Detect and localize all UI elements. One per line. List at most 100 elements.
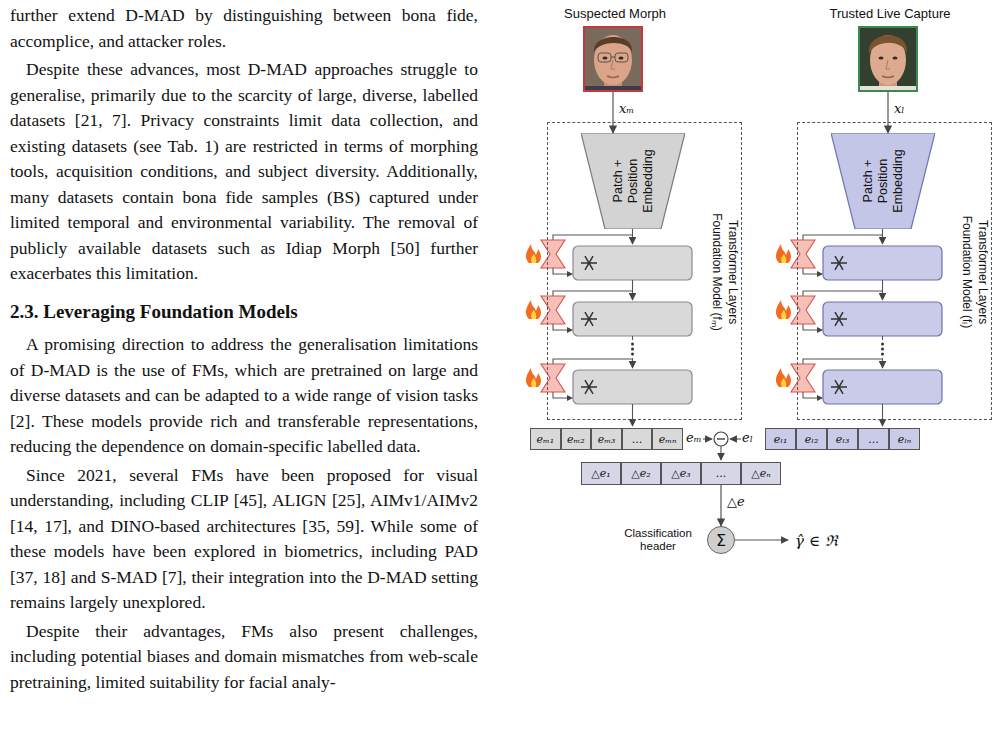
flow-line [882,358,883,368]
embedding-symbol: eₘ [686,430,702,445]
section-heading: 2.3. Leveraging Foundation Models [10,299,478,325]
rotated-text-box: Patch + Position Embedding [853,141,913,221]
difference-cell: △e₁ [581,462,621,485]
flow-line [882,280,883,300]
live-photo: Trusted Live Capture [858,26,918,92]
image-title: Suspected Morph [535,6,695,21]
embedding-cell: eₗ₃ [827,428,858,450]
mouth [882,76,894,78]
embedding-trapezoid: Patch + Position Embedding [831,133,935,229]
sum-classifier: Classification headerΣ [707,526,735,554]
embedding-symbol: eₗ [742,430,753,445]
embedding-cell: eₘ₁ [530,428,561,450]
rotated-text-box: Patch + Position Embedding [603,141,663,221]
ellipsis-dot [631,343,634,346]
eye [603,57,608,60]
transformer-layer [776,291,942,336]
embedding-token: △eₙ [742,463,780,484]
flow-line [735,539,788,540]
difference-cell: ... [701,462,741,485]
embedding-token: ... [702,463,740,484]
embedding-token: ... [859,429,888,449]
transformer-layer [526,235,692,280]
paragraph: Despite these advances, most D-MAD appro… [10,57,478,287]
rotated-text-box: Foundation Model (fₘ)Transformer Layers [708,123,742,421]
ellipsis-dot [881,353,884,356]
flow-line [882,228,883,244]
paragraph: A promising direction to address the gen… [10,332,478,460]
transformer-layer [526,291,692,336]
trapezoid-shape [831,133,935,229]
embedding-label: Patch + Position Embedding [861,141,906,221]
photo-background [858,26,918,92]
ellipsis-dot [631,348,634,351]
flow-arrow [720,485,721,526]
flow-line [632,404,633,426]
difference-cell: △e₃ [661,462,701,485]
morph-photo: Suspected Morph [583,26,643,92]
nose [886,60,890,69]
text-column: further extend D-MAD by distinguishing b… [10,3,478,698]
glasses-bridge [611,57,615,58]
minus-operator [714,432,728,446]
embedding-token: eₘ₂ [562,429,591,449]
ellipsis-dot [631,353,634,356]
ellipsis-dot [881,348,884,351]
transformer-layer [776,235,942,280]
foundation-model-box: Patch + Position EmbeddingFoundation Mod… [547,122,742,420]
embedding-token: eₗ₃ [828,429,857,449]
transformer-layer [526,359,692,404]
embedding-token: eₘ₁ [531,429,560,449]
embedding-cell: eₗₙ [889,428,920,450]
embedding-token: eₗ₁ [766,429,795,449]
embedding-token: △e₃ [662,463,700,484]
sum-symbol: Σ [708,527,734,553]
mouth [607,76,619,78]
eye [879,57,884,60]
model-label: Foundation Model (fₘ) [709,213,725,331]
embedding-token: eₘ₃ [592,429,621,449]
transformer-layer [776,359,942,404]
rotated-text-box: Foundation Model (fₗ)Transformer Layers [958,123,992,421]
layers-label: Transformer Layers [975,220,991,324]
flow-line [632,228,633,244]
embedding-cell: eₘ₃ [591,428,622,450]
flow-line [632,358,633,368]
output-symbol: γ̂ ∈ ℜ [795,530,838,550]
paragraph: Since 2021, several FMs have been propos… [10,463,478,616]
embedding-token: ... [623,429,652,449]
flow-line [703,438,712,439]
edge-label: xₘ [619,101,634,116]
embedding-token: eₘₙ [653,429,682,449]
hair [594,37,632,52]
embedding-cell: ... [622,428,653,450]
flow-arrow [612,92,613,133]
model-label: Foundation Model (fₗ) [959,216,975,329]
edge-label: xₗ [894,101,905,116]
flow-line [882,336,883,340]
flow-line [882,404,883,426]
embedding-cell: eₘₙ [652,428,683,450]
difference-cell: △e₂ [621,462,661,485]
image-title: Trusted Live Capture [810,6,970,21]
embedding-token: eₗ₂ [797,429,826,449]
eye [893,57,898,60]
nose [611,60,615,69]
trapezoid-shape [581,133,685,229]
difference-cell: △eₙ [741,462,781,485]
flow-line [730,438,741,439]
glasses [598,53,611,62]
embedding-cell: eₘ₂ [561,428,592,450]
embedding-label: Patch + Position Embedding [611,141,656,221]
embedding-token: eₗₙ [890,429,919,449]
paragraph: Despite their advantages, FMs also prese… [10,619,478,696]
embedding-cell: ... [858,428,889,450]
embedding-cell: eₗ₁ [765,428,796,450]
flow-line [720,446,721,460]
paragraph: further extend D-MAD by distinguishing b… [10,3,478,54]
hair [869,35,907,54]
flow-arrow [887,92,888,133]
eye [619,57,624,60]
